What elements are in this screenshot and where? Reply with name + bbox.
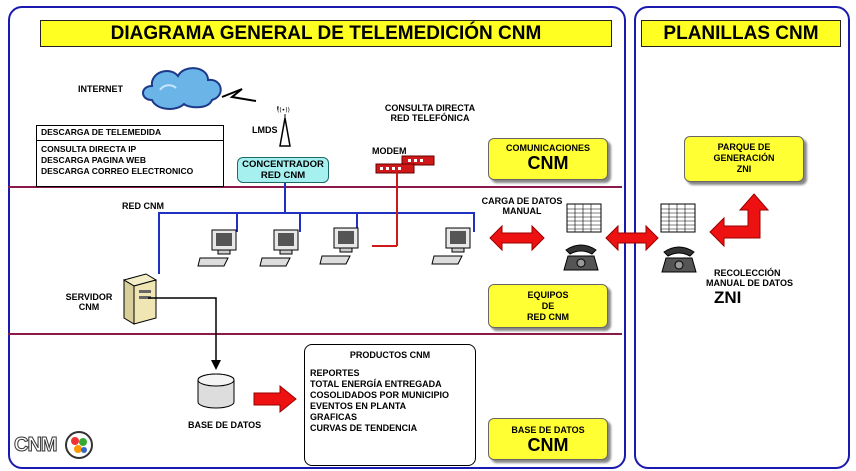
parque-generacion-box: PARQUE DE GENERACIÓN ZNI — [684, 136, 804, 182]
internet-cloud-icon — [142, 67, 222, 110]
network-bus — [158, 212, 474, 214]
modem-icon — [375, 155, 435, 174]
base-datos-box-cnm: CNM — [527, 435, 569, 455]
recoleccion-line2: MANUAL DE DATOS — [706, 278, 794, 288]
network-drop-pc3 — [356, 212, 358, 232]
concentrador-box: CONCENTRADOR RED CNM — [237, 157, 329, 183]
producto-item: EVENTOS EN PLANTA — [310, 401, 407, 411]
descarga-telemedida-box: DESCARGA DE TELEMEDIDA CONSULTA DIRECTA … — [36, 125, 224, 187]
producto-item: REPORTES — [310, 368, 360, 378]
separator-bottom — [8, 333, 622, 335]
bent-arrow-icon — [709, 193, 770, 248]
base-datos-box-label: BASE DE DATOS — [511, 425, 585, 435]
parque-line2: GENERACIÓN — [713, 153, 775, 163]
base-datos-label: BASE DE DATOS — [188, 420, 262, 430]
equipos-red-cnm-box: EQUIPOS DE RED CNM — [488, 284, 608, 328]
consulta-line1: CONSULTA DIRECTA — [384, 103, 476, 113]
modem-link-h — [372, 245, 397, 247]
productos-title: PRODUCTOS CNM — [349, 350, 431, 360]
carga-line1: CARGA DE DATOS — [481, 196, 563, 206]
network-drop-concentrador — [284, 183, 286, 213]
server-to-db-link — [148, 297, 221, 370]
antenna-icon: ((•)) — [277, 105, 291, 147]
descarga-item: CONSULTA DIRECTA IP — [41, 144, 137, 154]
parque-line3: ZNI — [736, 164, 752, 174]
computer-icon — [431, 227, 471, 265]
separator-top — [8, 186, 622, 188]
network-drop-server — [158, 212, 160, 274]
right-arrow-icon — [253, 384, 297, 414]
modem-link — [396, 172, 398, 246]
red-cnm-label: RED CNM — [122, 201, 164, 211]
svg-text:((•)): ((•)) — [277, 107, 290, 114]
cnm-logo: CNM — [14, 430, 134, 460]
logo-emblem-icon — [65, 431, 93, 459]
comunicaciones-label: COMUNICACIONES — [505, 143, 590, 153]
equipos-line3: RED CNM — [527, 312, 569, 322]
productos-box: PRODUCTOS CNM REPORTES TOTAL ENERGÍA ENT… — [304, 344, 476, 466]
spreadsheet-icon — [660, 203, 696, 233]
network-drop-pc4 — [473, 212, 475, 232]
network-drop-pc1 — [236, 212, 238, 232]
server-icon — [122, 273, 158, 325]
carga-line2: MANUAL — [502, 206, 542, 216]
recoleccion-zni: ZNI — [714, 288, 742, 307]
parque-line1: PARQUE DE — [717, 142, 771, 152]
database-icon — [197, 373, 235, 409]
concentrador-line1: CONCENTRADOR — [242, 159, 324, 170]
equipos-line1: EQUIPOS — [527, 290, 569, 300]
producto-item: TOTAL ENERGÍA ENTREGADA — [310, 379, 442, 389]
recoleccion-line1: RECOLECCIÓN — [714, 268, 781, 278]
producto-item: GRAFICAS — [310, 412, 357, 422]
lmds-label: LMDS — [252, 125, 278, 135]
servidor-line2: CNM — [78, 302, 100, 312]
computer-icon — [259, 229, 299, 267]
descarga-item: DESCARGA CORREO ELECTRONICO — [41, 166, 194, 176]
computer-icon — [197, 229, 237, 267]
double-arrow-icon — [605, 224, 659, 252]
producto-item: CURVAS DE TENDENCIA — [310, 423, 418, 433]
network-drop-pc2 — [299, 212, 301, 232]
consulta-directa-label: CONSULTA DIRECTA RED TELEFÓNICA — [372, 103, 488, 123]
producto-item: COSOLIDADOS POR MUNICIPIO — [310, 390, 450, 400]
comunicaciones-cnm: CNM — [527, 153, 569, 173]
telephone-icon — [661, 246, 697, 273]
equipos-line2: DE — [541, 301, 555, 311]
comunicaciones-cnm-box: COMUNICACIONES CNM — [488, 138, 608, 180]
logo-text: CNM — [14, 434, 59, 457]
computer-icon — [319, 227, 359, 265]
wireless-link-icon — [221, 88, 257, 102]
descarga-item: DESCARGA PAGINA WEB — [41, 155, 146, 165]
modem-label: MODEM — [372, 146, 407, 156]
spreadsheet-icon — [566, 203, 602, 233]
concentrador-line2: RED CNM — [260, 170, 306, 181]
servidor-line1: SERVIDOR — [65, 292, 113, 302]
consulta-line2: RED TELEFÓNICA — [390, 113, 470, 123]
descarga-header: DESCARGA DE TELEMEDIDA — [37, 126, 223, 141]
carga-datos-label: CARGA DE DATOS MANUAL — [474, 196, 570, 216]
base-datos-cnm-box: BASE DE DATOS CNM — [488, 418, 608, 460]
telephone-icon — [563, 244, 599, 271]
servidor-label: SERVIDOR CNM — [64, 292, 114, 312]
planillas-title: PLANILLAS CNM — [641, 20, 841, 47]
recoleccion-label: RECOLECCIÓN MANUAL DE DATOS ZNI — [706, 268, 826, 307]
diagram-title: DIAGRAMA GENERAL DE TELEMEDICIÓN CNM — [40, 20, 612, 47]
internet-label: INTERNET — [78, 84, 123, 94]
double-arrow-icon — [489, 224, 545, 252]
